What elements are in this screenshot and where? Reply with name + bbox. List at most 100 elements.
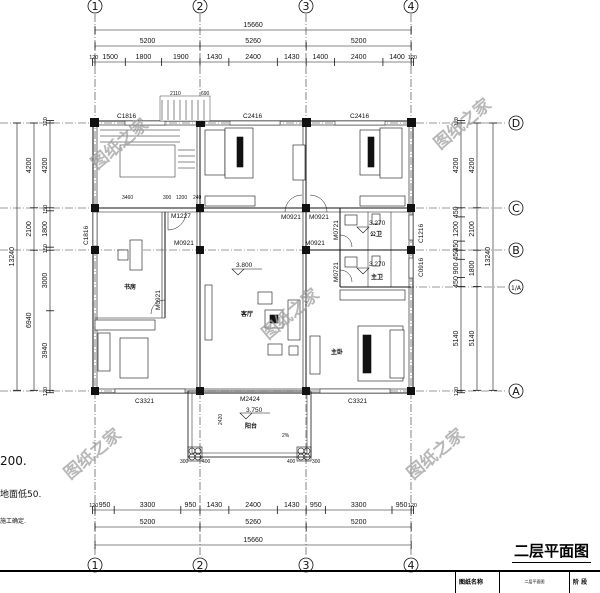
left-axis-dimension-value: 6940: [26, 312, 33, 328]
door-label: M0721: [333, 262, 340, 282]
left-detail-dimension-value: 1800: [42, 221, 49, 237]
left-detail-dimension-value: 150: [43, 205, 49, 214]
bottom-axis-dimension-value: 5260: [245, 519, 261, 526]
left-axis-dimension-value: 4200: [26, 158, 33, 174]
title-block-name-label: 图纸名称: [455, 572, 499, 593]
note-line: 施工确定.: [0, 518, 26, 525]
bottom-detail-dimension-value: 950: [99, 502, 111, 509]
bottom-detail-dimension-value: 950: [310, 502, 322, 509]
elevation-markers: [231, 226, 370, 420]
window-label: C3321: [348, 398, 368, 405]
top-detail-dimension-value: 1800: [136, 54, 152, 61]
note-line: 200.: [0, 454, 27, 468]
door-label: M0921: [155, 290, 162, 310]
watermark: 图纸之家: [430, 94, 496, 154]
dimension-label: 300: [180, 459, 189, 465]
left-detail-dimension-value: 150: [43, 244, 49, 253]
elevation-label: 3.800: [236, 262, 253, 269]
door-label: M0921: [305, 240, 325, 247]
window-label: C1816: [83, 225, 90, 245]
right-detail-dimension-value: 5140: [453, 331, 460, 347]
top-detail-dimension-value: 1430: [207, 54, 223, 61]
bottom-detail-dimension-value: 950: [396, 502, 408, 509]
right-detail-dimension-value: 450: [453, 206, 460, 218]
bottom-axis-dimension-value: 5200: [140, 519, 156, 526]
axis-label-d: D: [512, 117, 520, 130]
door-label: M0721: [333, 220, 340, 240]
room-label-balcony: 阳台: [245, 422, 257, 430]
dimension-label: 240: [193, 195, 202, 201]
axis-label-3-bottom: 3: [303, 559, 310, 572]
top-detail-dimension-value: 1430: [284, 54, 300, 61]
dimension-label: 300: [163, 195, 172, 201]
dimension-label: 2110: [170, 91, 181, 97]
elevation-label: 3.270: [369, 220, 386, 227]
right-detail-dimension-value: 120: [454, 387, 460, 396]
right-detail-dimension-value: 900: [453, 262, 460, 274]
dimension-label: 2420: [218, 414, 224, 425]
window-label: C1216: [418, 223, 425, 243]
title-block-name-value: 二层平面图: [499, 572, 569, 593]
bottom-axis-dimension-value: 5200: [351, 519, 367, 526]
axis-label-1: 1: [92, 0, 99, 13]
windows: [92, 95, 414, 394]
bottom-detail-dimension-value: 120: [89, 503, 98, 509]
dimension-label: 1200: [176, 195, 187, 201]
door-label: M2424: [240, 396, 260, 403]
top-detail-dimension-value: 1400: [389, 54, 405, 61]
bottom-detail-dimension-value: 950: [185, 502, 197, 509]
axis-label-1a: 1/A: [511, 285, 522, 292]
top-detail-dimension-value: 120: [89, 55, 98, 61]
left-detail-dimension-value: 4200: [42, 158, 49, 174]
window-label: C0916: [418, 257, 425, 277]
left-axis-dimension-value: 2100: [26, 221, 33, 237]
axis-bubbles: [87, 0, 524, 573]
top-total-dimension-value: 15660: [243, 22, 263, 29]
plan-labels: C1816 C2416 C2416 2110 690 3460 300 1200…: [83, 91, 425, 465]
bottom-detail-dimension-value: 120: [408, 503, 417, 509]
top-detail-dimension-value: 2400: [351, 54, 367, 61]
balcony-columns: [187, 446, 312, 462]
bottom-detail-dimension-value: 3300: [351, 502, 367, 509]
axis-label-4-bottom: 4: [408, 559, 415, 572]
dimension-label: 690: [201, 91, 210, 97]
left-detail-dimension-value: 120: [43, 387, 49, 396]
left-total-dimension-value: 13240: [9, 247, 16, 267]
top-detail-dimension-value: 1400: [313, 54, 329, 61]
walls: [92, 120, 414, 458]
room-label-master-bathroom: 主卫: [371, 273, 383, 281]
elevation-label: 3.750: [246, 407, 263, 414]
right-axis-dimension-value: 5140: [469, 331, 476, 347]
bottom-total-dimension-value: 15660: [243, 537, 263, 544]
note-line: 地面低50.: [0, 490, 42, 500]
top-detail-dimension-value: 1500: [102, 54, 118, 61]
axis-labels: 1 2 3 4 1 2 3 4 D C B 1/A A: [92, 0, 522, 572]
slope-label: 2%: [282, 433, 290, 439]
room-label-study: 书房: [124, 283, 136, 291]
room-label-public-bathroom: 公卫: [370, 231, 382, 238]
right-detail-dimension-value: 450: [453, 276, 460, 288]
door-label: M1227: [171, 213, 191, 220]
axis-label-2-bottom: 2: [197, 559, 204, 572]
top-detail-dimension-value: 120: [408, 55, 417, 61]
dimension-label: 400: [287, 459, 296, 465]
axis-label-c: C: [512, 202, 520, 215]
right-detail-dimension-value: 120: [454, 117, 460, 126]
elevation-label: 3.270: [369, 261, 386, 268]
axis-label-1-bottom: 1: [92, 559, 99, 572]
watermark: 图纸之家: [403, 424, 469, 484]
right-detail-dimension-value: 1200: [453, 221, 460, 237]
window-label: C2416: [243, 113, 263, 120]
right-total-dimension-value: 13240: [485, 247, 492, 267]
bottom-detail-dimension-value: 3300: [140, 502, 156, 509]
drawing-title: 二层平面图: [512, 540, 592, 563]
watermark: 图纸之家: [60, 424, 126, 484]
door-label: M0921: [174, 240, 194, 247]
title-block-stage-label: 阶 段: [569, 572, 600, 593]
stairs: [100, 100, 205, 178]
left-detail-dimension-value: 3940: [42, 343, 49, 359]
right-axis-dimension-value: 1800: [469, 260, 476, 276]
room-label-living: 客厅: [240, 310, 253, 318]
